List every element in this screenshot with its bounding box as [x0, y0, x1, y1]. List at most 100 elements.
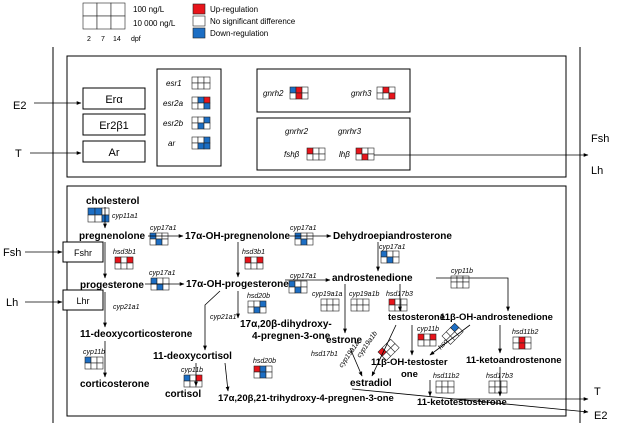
- gnrh2-cell: [301, 92, 309, 100]
- hsd20b_a-cell: [253, 306, 261, 314]
- legend: 100 ng/L 10 000 ng/L 2 7 14 dpf Up-regul…: [82, 2, 296, 43]
- enzyme-cyp21a1-b: cyp21a1: [210, 314, 237, 321]
- gene-lhb: lhβ: [339, 150, 350, 159]
- diag_a-cell: [390, 343, 400, 353]
- cyp11b_d-cell: [183, 380, 191, 388]
- legend-tp-14: 14: [113, 36, 121, 43]
- hsd11b2_b-cell: [441, 380, 449, 388]
- legend-cell: [110, 2, 126, 17]
- cyp17a1_e-cell: [300, 286, 308, 294]
- arrow-testosterone-estradiol: [371, 324, 397, 377]
- cyp11b_b-cell: [90, 362, 98, 370]
- hypothalamus-pituitary-box: [66, 55, 567, 178]
- cyp11a1-cell: [87, 214, 96, 223]
- cyp17a1_c-cell: [386, 250, 394, 258]
- esr2a-cell: [191, 96, 199, 104]
- fshb-cell: [318, 153, 326, 161]
- legend-cell: [96, 2, 112, 17]
- fshb-grid: [306, 147, 326, 161]
- cyp11b_a-cell: [456, 275, 464, 283]
- esr1-grid: [191, 76, 211, 90]
- legend-nosig-swatch: [192, 15, 206, 27]
- hsd11b2_a-cell: [512, 336, 520, 344]
- cyp11b_d-cell: [189, 380, 197, 388]
- steroid-dihydroxy-line1: 17α,20β-dihydroxy-: [240, 319, 332, 330]
- legend-cell: [110, 15, 126, 30]
- hsd11b2_b-cell: [447, 386, 455, 394]
- gnrh2-cell: [301, 86, 309, 94]
- lhb-cell: [361, 153, 369, 161]
- hsd3b1-b-grid: [244, 256, 264, 270]
- steroid-11-deoxycortisol: 11-deoxycortisol: [153, 351, 232, 362]
- gonadotropin-box: [256, 117, 411, 171]
- ar-grid: [191, 136, 211, 150]
- cyp17a1-a-grid: [149, 232, 169, 246]
- hsd17b3-a-grid: [388, 298, 408, 312]
- cyp17a1_d-cell: [156, 283, 164, 291]
- steroid-progesterone: progesterone: [80, 280, 144, 291]
- ar-receptor-label: Ar: [109, 147, 120, 159]
- legend-up-label: Up-regulation: [210, 5, 258, 14]
- hsd3b1_b-cell: [256, 256, 264, 264]
- steroid-corticosterone: corticosterone: [80, 379, 150, 390]
- hsd11b2_a-cell: [518, 342, 526, 350]
- ar-cell: [191, 136, 199, 144]
- cyp17a1_d-cell: [162, 283, 170, 291]
- arrow-deoxycortisol-trihydroxy: [224, 362, 230, 392]
- legend-cell: [96, 15, 112, 30]
- hsd3b1_b-cell: [256, 262, 264, 270]
- gnrh3-cell: [376, 86, 384, 94]
- cyp17a1_c-cell: [392, 256, 400, 264]
- enzyme-hsd17b3-a: hsd17b3: [386, 291, 413, 298]
- steroid-dihydroxy-line2: 4-pregnen-3-one: [252, 331, 331, 342]
- cyp11b_d-cell: [189, 374, 197, 382]
- gene-esr2a: esr2a: [163, 99, 184, 108]
- esr1-cell: [197, 76, 205, 84]
- legend-cell: [82, 2, 98, 17]
- hsd3b1_a-cell: [126, 262, 134, 270]
- hsd17b3_c-cell: [500, 386, 508, 394]
- cyp11b_c-cell: [417, 333, 425, 341]
- steroid-11-ketoandrostenone: 11-ketoandrostenone: [466, 355, 562, 366]
- input-t: T: [15, 148, 22, 160]
- enzyme-cyp19a1b-a: cyp19a1b: [349, 291, 379, 298]
- enzyme-hsd17b3-c: hsd17b3: [486, 373, 513, 380]
- hsd20b_b-cell: [253, 371, 261, 379]
- esr2a-cell: [203, 102, 211, 110]
- enzyme-cyp17a1-a: cyp17a1: [150, 225, 177, 232]
- steroid-cholesterol: cholesterol: [86, 196, 140, 207]
- cyp19a1a-cell: [326, 304, 334, 312]
- cyp11b_b-cell: [90, 356, 98, 364]
- hsd3b1_a-cell: [120, 256, 128, 264]
- gnrh3-cell: [388, 92, 396, 100]
- hsd17b3_a-cell: [400, 304, 408, 312]
- gnrh2-cell: [289, 86, 297, 94]
- hsd3b1_b-cell: [244, 256, 252, 264]
- esr1-cell: [191, 82, 199, 90]
- cyp17a1_d-cell: [156, 277, 164, 285]
- ar-cell: [203, 136, 211, 144]
- enzyme-cyp11a1: cyp11a1: [112, 213, 138, 220]
- cyp17a1_e-cell: [288, 286, 296, 294]
- hsd20b_a-cell: [253, 300, 261, 308]
- fshb-cell: [312, 153, 320, 161]
- cyp17a1_c-cell: [380, 250, 388, 258]
- cyp17a1_e-cell: [300, 280, 308, 288]
- cyp17a1-b-grid: [294, 232, 314, 246]
- esr1-cell: [197, 82, 205, 90]
- enzyme-hsd11b2-a: hsd11b2: [512, 329, 538, 336]
- hsd3b1_b-cell: [244, 262, 252, 270]
- gnrh3-grid: [376, 86, 396, 100]
- fshr-box: [62, 241, 104, 263]
- lhb-cell: [355, 147, 363, 155]
- steroid-androstenedione: androstenedione: [332, 273, 413, 284]
- cyp11b_a-cell: [456, 281, 464, 289]
- legend-tp-7: 7: [101, 36, 105, 43]
- enzyme-cyp21a1-a: cyp21a1: [113, 304, 140, 311]
- hsd11b2_a-cell: [512, 342, 520, 350]
- lhb-cell: [367, 153, 375, 161]
- esr2a-cell: [191, 102, 199, 110]
- esr2a-cell: [197, 102, 205, 110]
- esr2b-cell: [203, 116, 211, 124]
